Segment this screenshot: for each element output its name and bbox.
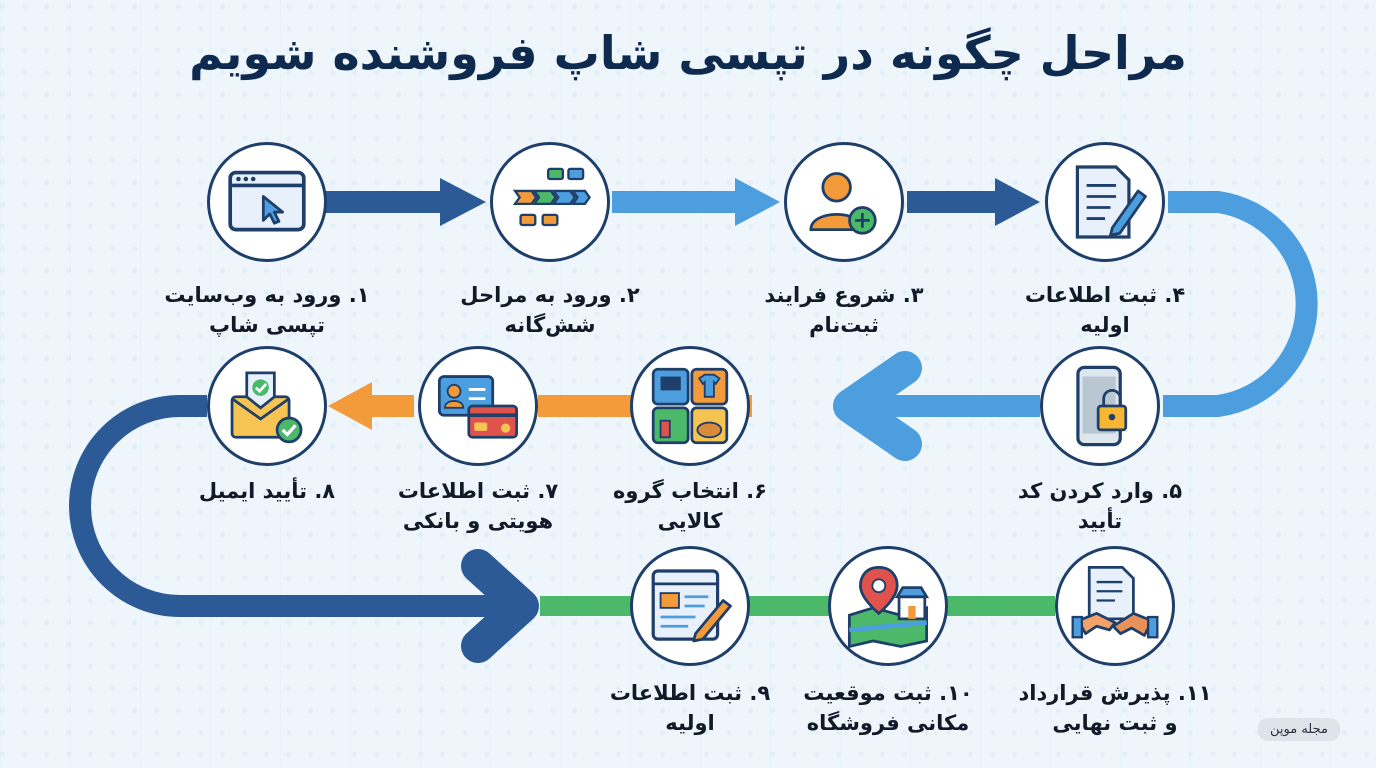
step-6-node bbox=[630, 346, 750, 466]
product-categories-icon bbox=[651, 367, 729, 445]
step-3-node bbox=[784, 142, 904, 262]
document-pen-icon bbox=[1075, 165, 1147, 239]
arrow-3-4 bbox=[995, 178, 1040, 226]
step-1-label: ۱. ورود به وب‌سایت تپسی شاپ bbox=[164, 283, 370, 337]
arrow-8-9 bbox=[461, 549, 539, 663]
step-8-label: ۸. تأیید ایمیل bbox=[198, 479, 336, 503]
step-11-node bbox=[1055, 546, 1175, 666]
flowchart-icon bbox=[512, 167, 591, 227]
step-9-label: ۹. ثبت اطلاعات اولیه bbox=[609, 681, 771, 735]
arrow-5-6 bbox=[833, 351, 922, 461]
step-3-label: ۳. شروع فرایند ثبت‌نام bbox=[764, 283, 924, 337]
id-card-bank-card-icon bbox=[437, 375, 519, 439]
contract-handshake-icon bbox=[1071, 565, 1159, 639]
phone-lock-icon bbox=[1076, 365, 1128, 447]
step-5-label: ۵. وارد کردن کد تأیید bbox=[1017, 479, 1183, 533]
step-11-label: ۱۱. پذیرش قرارداد و ثبت نهایی bbox=[1018, 681, 1212, 735]
user-add-icon bbox=[809, 172, 877, 235]
step-7-label: ۷. ثبت اطلاعات هویتی و بانکی bbox=[397, 479, 559, 533]
step-2-node bbox=[490, 142, 610, 262]
step-8-node bbox=[207, 346, 327, 466]
source-badge: مجله موپن bbox=[1258, 718, 1340, 741]
step-2-label: ۲. ورود به مراحل شش‌گانه bbox=[460, 283, 640, 337]
step-6-label: ۶. انتخاب گروه کالایی bbox=[613, 479, 767, 533]
page-title: مراحل چگونه در تپسی شاپ فروشنده شویم bbox=[189, 26, 1187, 80]
arrow-1-2 bbox=[440, 178, 486, 226]
step-4-node bbox=[1045, 142, 1165, 262]
email-check-icon bbox=[230, 371, 303, 444]
step-5-node bbox=[1040, 346, 1160, 466]
step-10-label: ۱۰. ثبت موقعیت مکانی فروشگاه bbox=[803, 681, 973, 735]
step-9-node bbox=[630, 546, 750, 666]
form-pen-icon bbox=[651, 569, 732, 643]
connector-4-5 bbox=[1163, 191, 1318, 417]
step-7-node bbox=[418, 346, 538, 466]
step-1-node bbox=[207, 142, 327, 262]
connector-8-9 bbox=[69, 395, 510, 617]
step-10-node bbox=[828, 546, 948, 666]
arrow-2-3 bbox=[735, 178, 780, 226]
arrow-7-8 bbox=[328, 382, 372, 430]
step-4-label: ۴. ثبت اطلاعات اولیه bbox=[1024, 283, 1186, 337]
browser-cursor-icon bbox=[228, 170, 306, 232]
map-store-icon bbox=[847, 565, 930, 649]
